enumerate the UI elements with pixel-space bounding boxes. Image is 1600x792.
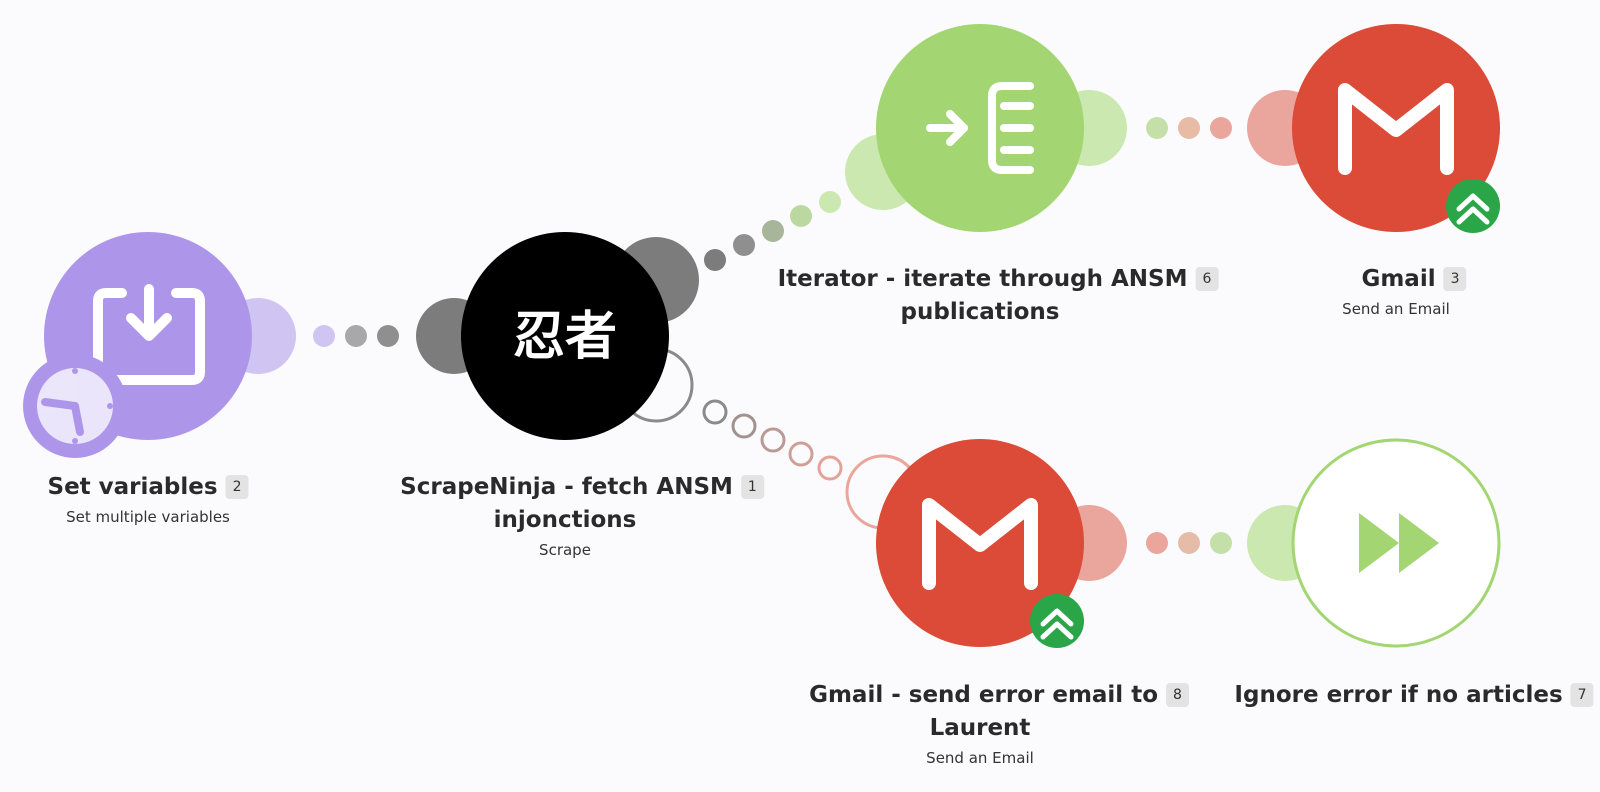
- gmail-m-icon: [922, 498, 1038, 590]
- iterator-icon: [926, 82, 1034, 174]
- gmail-m-icon: [1338, 83, 1454, 175]
- error-route-ring: [788, 441, 814, 467]
- route-dot: [313, 325, 335, 347]
- module-subtitle: Set multiple variables: [66, 508, 230, 526]
- module-title: ScrapeNinja - fetch ANSM 1: [400, 471, 764, 504]
- route-dot: [1210, 532, 1232, 554]
- module-id-badge: 7: [1570, 683, 1594, 707]
- route-dot: [377, 325, 399, 347]
- module-gmail-send[interactable]: [1247, 24, 1500, 233]
- module-id-badge: 8: [1166, 683, 1189, 707]
- import-tray-icon: [93, 284, 205, 385]
- error-route-ring: [731, 413, 757, 439]
- module-title: Iterator - iterate through ANSM 6: [778, 263, 1219, 296]
- module-label-iterator: Iterator - iterate through ANSM 6 publica…: [778, 263, 1219, 329]
- module-circle[interactable]: [876, 24, 1084, 232]
- module-label-gmail-error: Gmail - send error email to 8 Laurent Sen…: [809, 679, 1189, 768]
- route-dot: [819, 191, 841, 213]
- module-title-text: ScrapeNinja - fetch ANSM: [400, 474, 733, 500]
- module-iterator[interactable]: [845, 24, 1127, 232]
- route-scrapeninja-to-iterator: [704, 191, 841, 271]
- module-id-badge: 3: [1443, 267, 1467, 291]
- module-title-line2: publications: [900, 299, 1060, 325]
- route-dot: [704, 249, 726, 271]
- route-gmail-error-to-ignore: [1146, 532, 1232, 554]
- module-ignore-error[interactable]: [1247, 438, 1501, 648]
- route-dot: [1178, 532, 1200, 554]
- route-iterator-to-gmail: [1146, 117, 1232, 139]
- module-title: Ignore error if no articles 7: [1234, 679, 1594, 712]
- route-dot: [790, 205, 812, 227]
- module-title-text: Gmail: [1361, 266, 1436, 292]
- route-dot: [1178, 117, 1200, 139]
- module-title-line2: Laurent: [929, 715, 1031, 741]
- module-id-badge: 1: [740, 475, 764, 499]
- route-dot: [733, 234, 755, 256]
- ninja-kanji-icon: 忍者: [513, 306, 617, 367]
- module-label-gmail-send: Gmail 3 Send an Email: [1342, 263, 1486, 319]
- module-title: Gmail - send error email to 8: [809, 679, 1189, 712]
- module-id-badge: 6: [1195, 267, 1219, 291]
- error-route-ring: [702, 399, 728, 425]
- module-title-text: Gmail - send error email to: [809, 682, 1158, 708]
- route-dot: [1146, 117, 1168, 139]
- module-id-badge: 2: [225, 475, 249, 499]
- module-circle[interactable]: [461, 232, 669, 440]
- module-title-line2: injonctions: [493, 507, 637, 533]
- module-subtitle: Send an Email: [926, 749, 1034, 767]
- module-title: Set variables 2: [48, 471, 249, 504]
- module-gmail-error[interactable]: [845, 439, 1127, 648]
- module-subtitle: Scrape: [539, 541, 591, 559]
- module-title-text: Ignore error if no articles: [1234, 682, 1563, 708]
- error-route-scrapeninja-to-gmail-error: [702, 399, 843, 481]
- fast-forward-icon: [1359, 513, 1439, 573]
- module-label-scrapeninja: ScrapeNinja - fetch ANSM 1 injonctions Sc…: [400, 471, 764, 560]
- module-label-ignore-error: Ignore error if no articles 7: [1234, 679, 1594, 712]
- action-badge-icon: [1446, 179, 1500, 233]
- error-route-ring: [760, 427, 786, 453]
- module-title-text: Iterator - iterate through ANSM: [777, 266, 1188, 292]
- error-route-ring: [817, 455, 843, 481]
- route-set-variables-to-scrapeninja: [313, 325, 399, 347]
- route-dot: [1146, 532, 1168, 554]
- action-badge-icon: [1030, 594, 1084, 648]
- schedule-clock-icon[interactable]: [23, 354, 127, 458]
- route-dot: [1210, 117, 1232, 139]
- module-title: Gmail 3: [1342, 263, 1486, 296]
- module-set-variables[interactable]: [23, 232, 296, 458]
- module-label-set-variables: Set variables 2 Set multiple variables: [48, 471, 249, 527]
- module-title-text: Set variables: [47, 474, 218, 500]
- module-scrapeninja[interactable]: 忍者: [416, 232, 699, 440]
- route-dot: [345, 325, 367, 347]
- route-dot: [762, 220, 784, 242]
- module-subtitle: Send an Email: [1342, 300, 1450, 318]
